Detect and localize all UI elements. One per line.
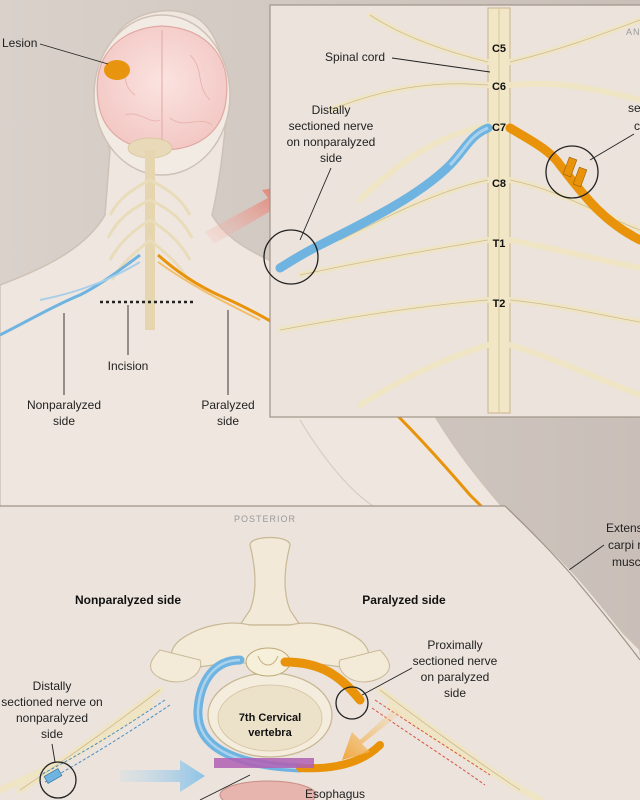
- head: [93, 14, 231, 330]
- orange-arrow: [342, 708, 400, 760]
- paralyzed-label-line1: Paralyzed: [201, 398, 254, 412]
- vertebra-label-line1: 7th Cervical: [239, 712, 301, 724]
- blue-nerve-top: [0, 253, 141, 337]
- distal-cut-circle-bottom: [39, 761, 77, 799]
- esophagus: [219, 780, 317, 800]
- incision-label: Incision: [108, 359, 149, 373]
- distal-label-line2: sectioned nerve: [289, 119, 374, 133]
- vertebra-label-line2: vertebra: [248, 727, 292, 739]
- spinal-cord-label: Spinal cord: [325, 50, 385, 64]
- distal-label-line3: on nonparalyzed: [287, 135, 376, 149]
- cross-section-panel: POSTERIOR Nonparalyzed side Paralyzed si…: [0, 505, 640, 800]
- right-partial-line1: se: [628, 101, 640, 115]
- prevertebral-band: [214, 758, 314, 768]
- level-t1: T1: [493, 238, 506, 250]
- distal-bottom-line4: side: [41, 727, 63, 741]
- distal-bottom-line1: Distally: [33, 679, 72, 693]
- level-t2: T2: [493, 298, 506, 310]
- distal-cut-circle: [263, 229, 319, 285]
- proximal-cut-circle: [545, 145, 599, 199]
- level-c8: C8: [492, 178, 506, 190]
- posterior-label: POSTERIOR: [234, 514, 296, 524]
- distal-label-line4: side: [320, 151, 342, 165]
- proximal-line3: on paralyzed: [421, 670, 490, 684]
- level-c7: C7: [492, 122, 506, 134]
- spinal-cord-panel: C5 C6 C7 C8 T1 T2 AN Spinal cord Distall…: [263, 4, 640, 418]
- blue-arrow: [120, 760, 205, 792]
- distal-label-line1: Distally: [312, 103, 351, 117]
- proximal-line2: sectioned nerve: [413, 654, 498, 668]
- lesion-spot: [104, 60, 130, 80]
- paralyzed-heading: Paralyzed side: [362, 593, 446, 607]
- extensor-label-line2: carpi rac: [608, 538, 640, 552]
- esophagus-label: Esophagus: [305, 787, 365, 800]
- extensor-label-line1: Extens: [606, 521, 640, 535]
- orange-nerve-cross: [280, 657, 365, 705]
- spinous-process: [238, 536, 302, 626]
- level-c6: C6: [492, 81, 506, 93]
- lesion-label: Lesion: [2, 36, 37, 50]
- right-partial-line2: c: [634, 119, 640, 133]
- extensor-label-line3: musc: [612, 555, 640, 569]
- cervical-nerves: [106, 178, 194, 281]
- paralyzed-label-line2: side: [217, 414, 239, 428]
- orange-nerve-panel: [505, 123, 640, 245]
- proximal-line4: side: [444, 686, 466, 700]
- nonparalyzed-label-line1: Nonparalyzed: [27, 398, 101, 412]
- nonparalyzed-heading: Nonparalyzed side: [75, 593, 181, 607]
- proximal-line1: Proximally: [427, 638, 482, 652]
- level-c5: C5: [492, 43, 506, 55]
- anterior-label: AN: [626, 27, 640, 37]
- proximal-cut-circle-bottom: [335, 686, 369, 720]
- distal-bottom-line3: nonparalyzed: [16, 711, 88, 725]
- nonparalyzed-label-line2: side: [53, 414, 75, 428]
- distal-bottom-line2: sectioned nerve on: [1, 695, 102, 709]
